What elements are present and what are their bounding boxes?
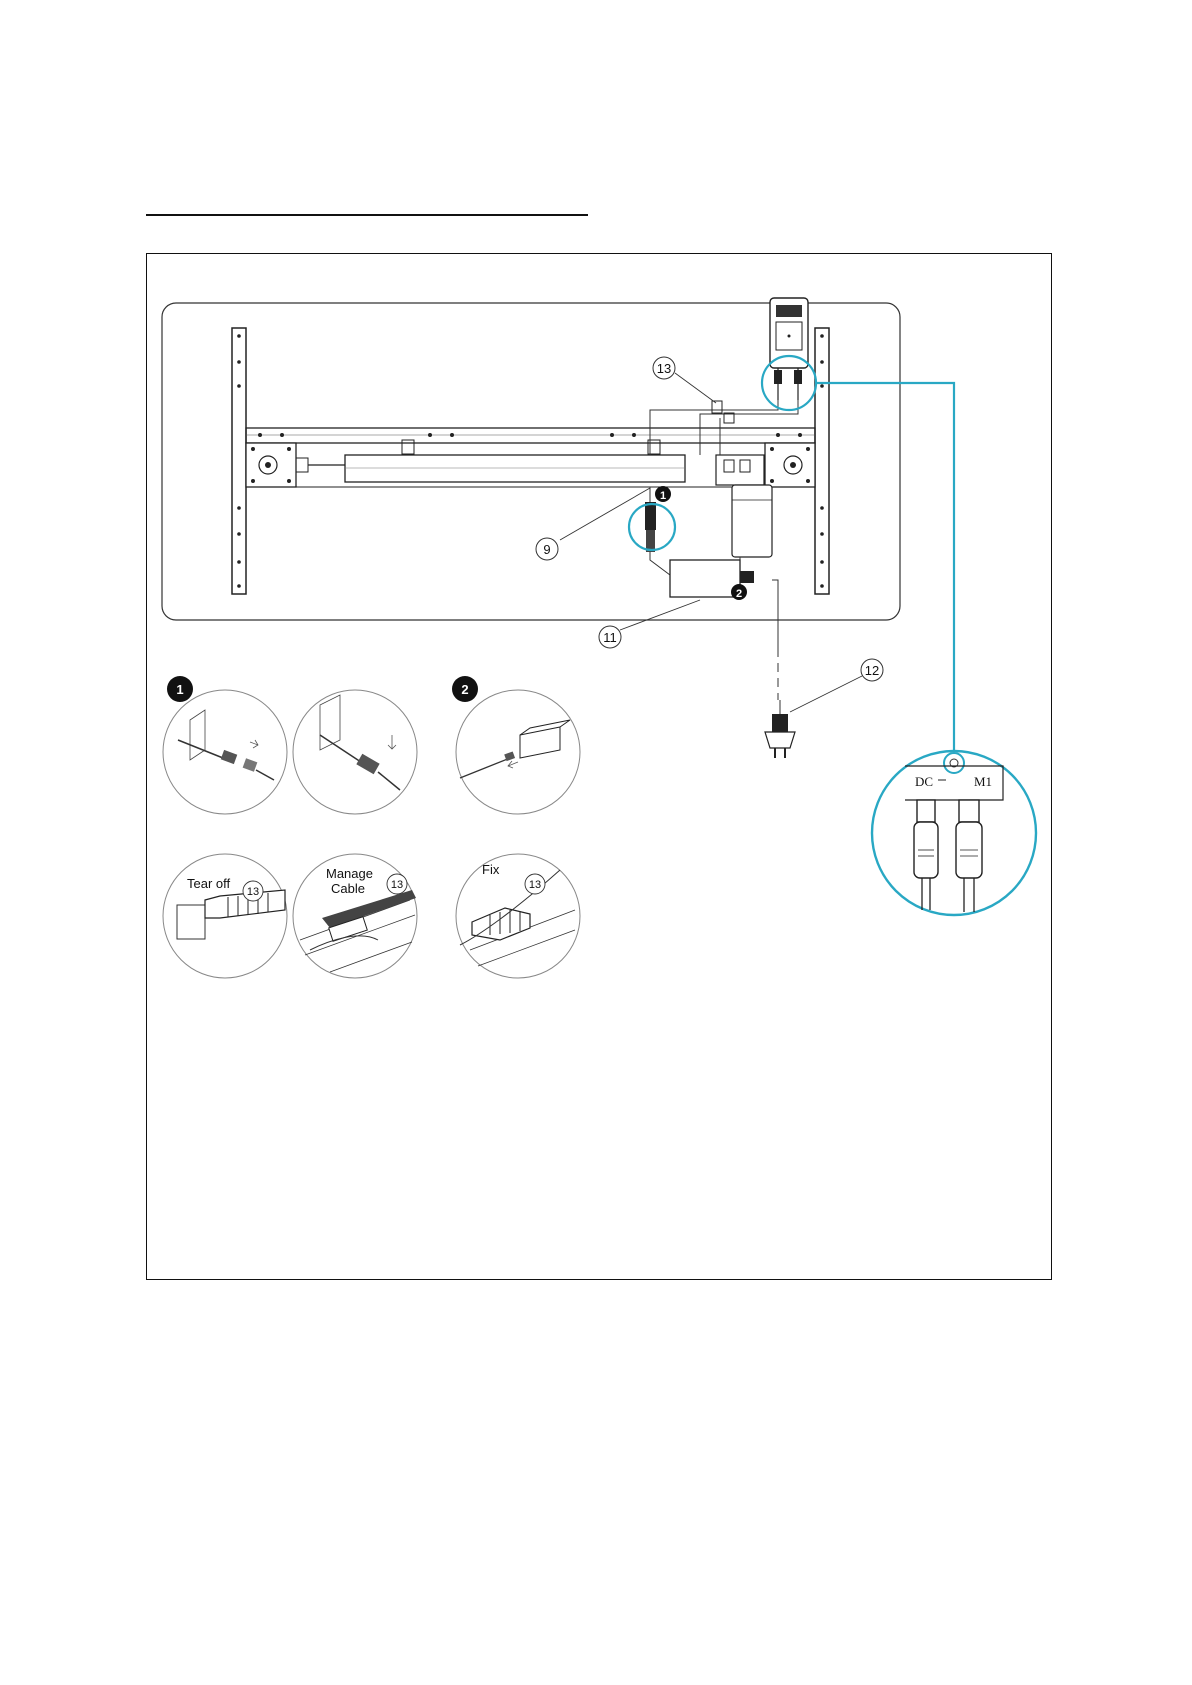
svg-text:13: 13 xyxy=(247,886,259,898)
left-motor-bracket xyxy=(246,443,308,487)
callout-leaders xyxy=(560,373,862,712)
step-1b-detail xyxy=(293,690,417,814)
step-2-heading-marker: 2 xyxy=(452,676,478,702)
svg-text:1: 1 xyxy=(176,682,183,697)
callout-11: 11 xyxy=(599,626,621,648)
drive-shaft xyxy=(308,455,685,482)
cable-label: Cable xyxy=(331,881,365,896)
zoom-leader-line xyxy=(816,383,954,752)
right-leg-rail xyxy=(815,328,829,594)
step-marker-1-main: 1 xyxy=(655,486,671,502)
callout-13: 13 xyxy=(653,357,675,379)
svg-text:13: 13 xyxy=(657,361,671,376)
port-m1-label: M1 xyxy=(974,774,992,789)
svg-text:9: 9 xyxy=(543,542,550,557)
port-dc-label: DC xyxy=(915,774,933,789)
svg-text:12: 12 xyxy=(865,663,879,678)
port-detail-zoom: DC M1 xyxy=(872,751,1036,915)
control-box xyxy=(716,455,772,557)
svg-text:2: 2 xyxy=(736,588,742,600)
fix-detail: Fix 13 xyxy=(456,854,580,978)
step-marker-2-main: 2 xyxy=(731,584,747,600)
svg-text:2: 2 xyxy=(461,682,468,697)
svg-text:11: 11 xyxy=(603,630,617,645)
left-leg-rail xyxy=(232,328,246,594)
step-1-heading-marker: 1 xyxy=(167,676,193,702)
step-2-detail xyxy=(456,690,580,814)
tear-off-detail: Tear off 13 xyxy=(163,854,287,978)
inline-connector xyxy=(645,502,656,552)
manage-cable-detail: Manage Cable 13 xyxy=(293,854,417,978)
svg-text:13: 13 xyxy=(391,879,403,891)
step-1a-detail xyxy=(163,690,287,814)
callout-9: 9 xyxy=(536,538,558,560)
callout-12: 12 xyxy=(861,659,883,681)
tear-off-label: Tear off xyxy=(187,876,231,891)
svg-text:1: 1 xyxy=(660,490,666,502)
power-plug xyxy=(765,714,795,758)
svg-text:13: 13 xyxy=(529,879,541,891)
fix-label: Fix xyxy=(482,862,500,877)
manage-label: Manage xyxy=(326,866,373,881)
cable-clip xyxy=(712,401,734,423)
handset-controller xyxy=(770,298,808,400)
